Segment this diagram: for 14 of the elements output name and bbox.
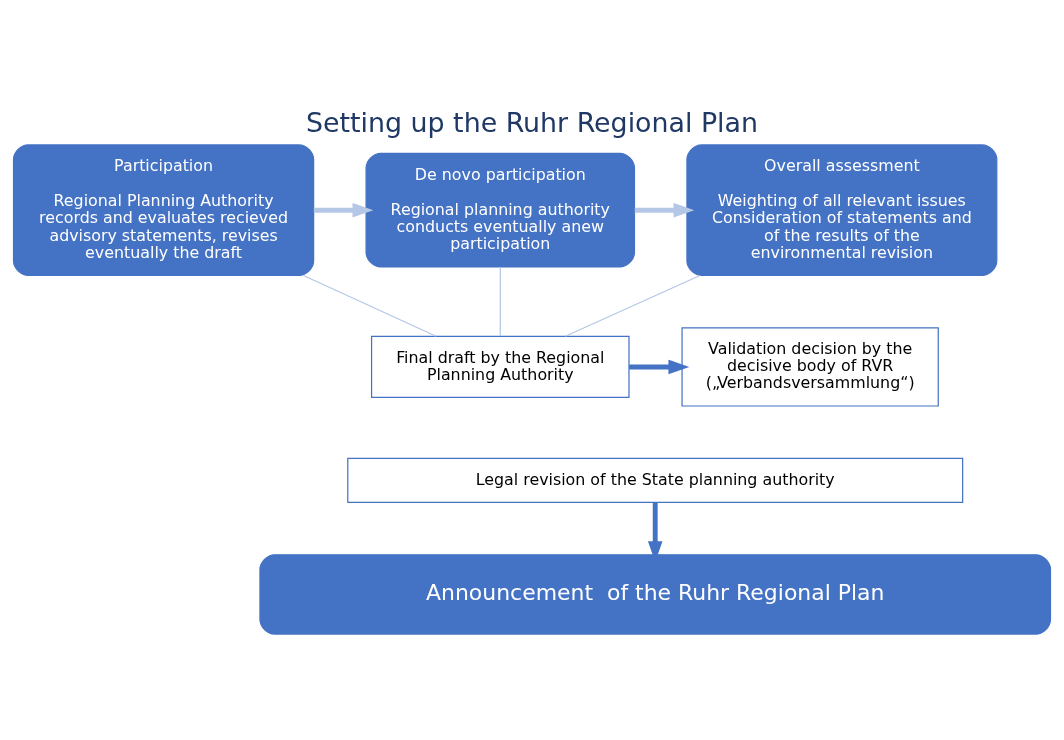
node-box: Announcement of the Ruhr Regional Plan xyxy=(259,554,1052,635)
node-box: Final draft by the Regional Planning Authority xyxy=(370,335,630,399)
connector xyxy=(302,274,437,337)
node-box: Legal revision of the State planning authority xyxy=(347,457,964,503)
connector xyxy=(499,266,501,337)
arrow xyxy=(629,359,690,375)
arrow xyxy=(313,202,374,218)
connector xyxy=(564,274,701,337)
arrow xyxy=(634,202,695,218)
node-box: De novo participation Regional planning authority conducts eventually anew participation xyxy=(365,152,636,268)
node-box: Participation Regional Planning Authority records and evaluates recieved advisory statements, revises eventually the draft xyxy=(12,144,315,277)
node-box: Overall assessment Weighting of all relevant issues Consideration of statements and of the results of the environmental revision xyxy=(686,144,998,277)
node-box: Validation decision by the decisive body of RVR („Verbandsversammlung“) xyxy=(681,327,939,407)
diagram-title: Setting up the Ruhr Regional Plan xyxy=(305,107,759,139)
